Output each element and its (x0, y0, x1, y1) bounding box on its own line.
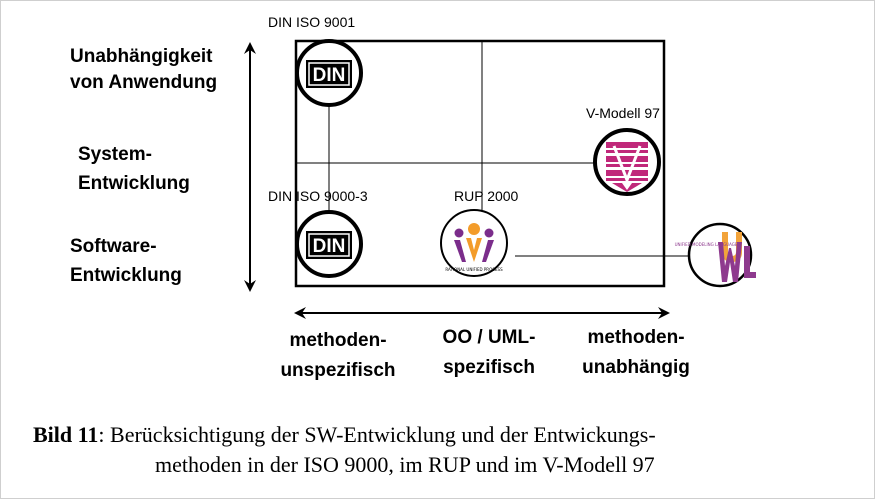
label-din-iso-9000-3: DIN ISO 9000-3 (268, 188, 368, 204)
svg-text:DIN: DIN (313, 65, 346, 86)
label-rup-2000: RUP 2000 (454, 188, 519, 204)
y-label-system-entwicklung: System- Entwicklung (78, 144, 190, 194)
v-modell-97-logo (593, 128, 661, 196)
svg-text:DIN: DIN (313, 236, 346, 257)
x-label-methoden-unspezifisch: methoden- unspezifisch (280, 330, 396, 381)
caption-text-line1: : Berücksichtigung der SW-Entwicklung un… (98, 422, 656, 447)
x-label-methoden-unabhaengig: methoden- unabhängig (582, 327, 690, 378)
y-label-software-entwicklung: Software- Entwicklung (70, 236, 182, 286)
caption-figure-number: Bild 11 (33, 422, 99, 447)
figure-caption: Bild 11: Berücksichtigung der SW-Entwick… (33, 420, 656, 480)
din-iso-9001-logo: DIN (295, 39, 363, 107)
label-v-modell-97: V-Modell 97 (586, 105, 660, 121)
rup-logo: RATIONAL UNIFIED PROCESS (440, 209, 508, 277)
uml-logo-text: UNIFIED MODELING LANGUAGE (675, 242, 738, 247)
din-iso-9000-3-logo: DIN (295, 210, 363, 278)
x-label-oo-uml-spezifisch: OO / UML- spezifisch (442, 327, 536, 378)
caption-text-line2: methoden in der ISO 9000, im RUP und im … (155, 452, 655, 477)
svg-text:RATIONAL UNIFIED PROCESS: RATIONAL UNIFIED PROCESS (445, 267, 503, 272)
y-label-anwendungsunabhaengigkeit: Unabhängigkeit von Anwendung (70, 46, 218, 93)
label-din-iso-9001: DIN ISO 9001 (268, 14, 356, 30)
uml-logo: UNIFIED MODELING LANGUAGE (675, 222, 756, 288)
